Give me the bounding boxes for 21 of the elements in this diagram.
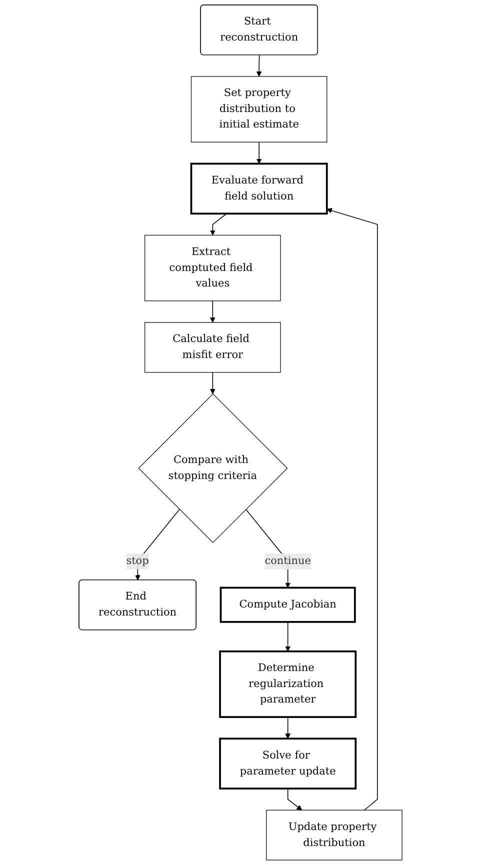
arrow [287,788,302,810]
node-box: Solve for parameter update [219,738,357,790]
edge-label: stop [126,554,149,567]
arrow [285,716,291,739]
node-box: Compute Jacobian [220,586,356,623]
node-diamond: Compare with stopping criteria [138,394,288,543]
node-box: Set property distribution to initial estimate [190,76,328,142]
node-box: Calculate field misfit error [144,322,281,373]
arrow [256,54,262,77]
arrow [326,208,378,811]
node-box: Determine regularization parameter [219,650,357,718]
arrow [285,622,291,652]
node-box: Extract comptuted field values [144,234,281,302]
arrow [135,508,180,580]
node-box: Update property distribution [266,810,402,860]
node-box: Evaluate forward field solution [190,162,328,215]
arrow [210,372,216,394]
arrow [210,213,228,236]
edge-label: continue [264,554,311,567]
arrow [210,300,216,323]
arrow [256,142,262,164]
